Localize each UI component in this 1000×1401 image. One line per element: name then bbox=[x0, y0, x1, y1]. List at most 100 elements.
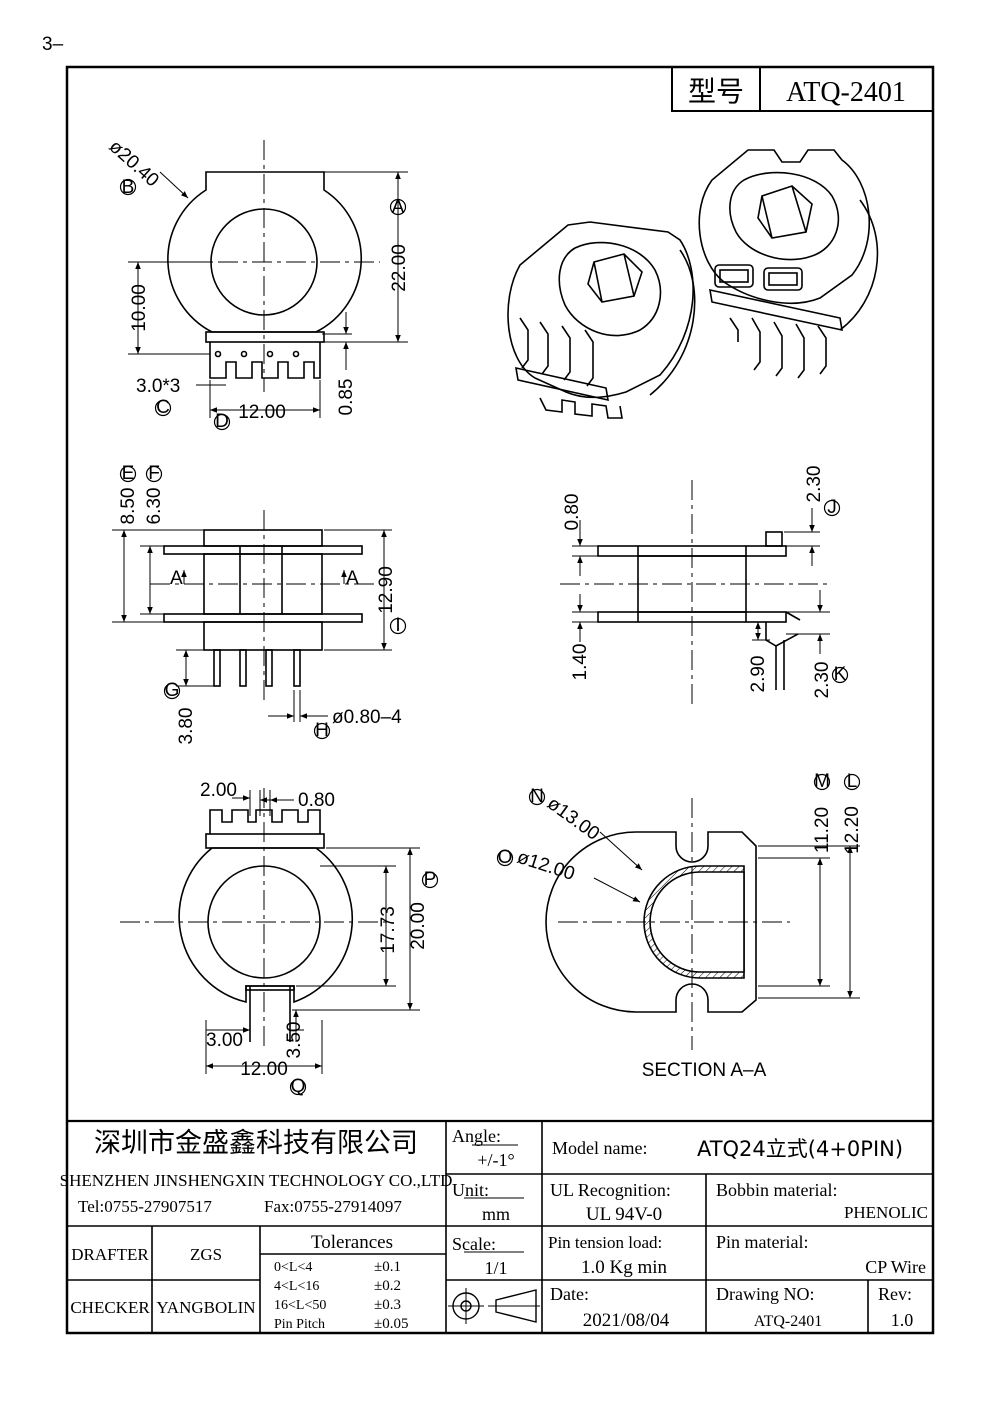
dim-tag-p: P bbox=[424, 869, 437, 890]
dim-tag-q: Q bbox=[291, 1076, 306, 1097]
tolerance-range-0: 0<L<4 bbox=[274, 1260, 312, 1275]
bobbin-material-label: Bobbin material: bbox=[716, 1180, 837, 1200]
dim-pin-length: 3.80 bbox=[176, 708, 197, 745]
drawing-no-label: Drawing NO: bbox=[716, 1284, 814, 1304]
rev-label: Rev: bbox=[878, 1284, 912, 1304]
dim-slot-width: 2.00 bbox=[200, 780, 237, 801]
dim-tag-d: D bbox=[215, 411, 229, 432]
mid-left-view bbox=[112, 465, 407, 740]
checker-value: YANGBOLIN bbox=[156, 1298, 255, 1317]
dim-right-h: 2.30 bbox=[804, 466, 825, 503]
ul-value: UL 94V-0 bbox=[586, 1204, 662, 1225]
dim-tag-e: E bbox=[122, 463, 135, 484]
drawing-no-value: ATQ-2401 bbox=[754, 1313, 822, 1330]
date-label: Date: bbox=[550, 1284, 589, 1304]
bottom-left-dims: 2.00 0.80 17.73 20.00 P 3.00 3.50 12.00 … bbox=[200, 780, 436, 1097]
company-name-cn: 深圳市金盛鑫科技有限公司 bbox=[94, 1128, 418, 1159]
dim-bottom-gap: 1.40 bbox=[570, 644, 591, 681]
dim-pin-h: 2.30 bbox=[812, 662, 833, 699]
section-view bbox=[496, 773, 861, 1050]
dim-tag-i: I bbox=[395, 615, 400, 636]
dim-h-total: 8.50 bbox=[118, 488, 139, 525]
dim-wall-width: 0.80 bbox=[298, 790, 335, 811]
date-value: 2021/08/04 bbox=[583, 1310, 670, 1331]
rev-value: 1.0 bbox=[891, 1310, 914, 1330]
pin-tension-label: Pin tension load: bbox=[548, 1233, 662, 1252]
dim-pin-offset: 2.90 bbox=[748, 656, 769, 693]
dim-notch-h: 3.50 bbox=[284, 1022, 305, 1059]
dim-tag-k: K bbox=[834, 664, 847, 685]
angle-value: +/-1° bbox=[477, 1150, 514, 1170]
dim-section-inner-h: 11.20 bbox=[812, 807, 833, 853]
tolerance-range-2: 16<L<50 bbox=[274, 1298, 326, 1313]
dim-section-outer-dia: ø13.00 bbox=[543, 793, 603, 845]
dim-outer-h: 20.00 bbox=[408, 902, 429, 950]
dim-inner-h: 17.73 bbox=[378, 906, 399, 954]
dim-section-inner-dia: ø12.00 bbox=[514, 847, 577, 885]
top-left-dims: ø20.40 B 22.00 A 10.00 0.85 3.0*3 C 12.0… bbox=[105, 136, 410, 432]
title-block: 深圳市金盛鑫科技有限公司 SHENZHEN JINSHENGXIN TECHNO… bbox=[60, 1126, 928, 1332]
dim-tag-h: H bbox=[315, 720, 329, 741]
bobbin-material-value: PHENOLIC bbox=[844, 1203, 928, 1222]
ul-label: UL Recognition: bbox=[550, 1180, 671, 1200]
company-tel: Tel:0755-27907517 bbox=[78, 1197, 212, 1216]
dim-tag-g: G bbox=[165, 680, 180, 701]
tolerance-value-0: ±0.1 bbox=[374, 1259, 401, 1275]
bottom-left-view bbox=[120, 788, 439, 1096]
dim-section-outer-h: 12.20 bbox=[842, 806, 863, 854]
dim-tag-c: C bbox=[156, 397, 170, 418]
model-name-label: Model name: bbox=[552, 1138, 647, 1158]
dim-tag-m: M bbox=[814, 771, 830, 792]
top-left-view bbox=[119, 140, 408, 431]
tolerances-title: Tolerances bbox=[311, 1232, 393, 1253]
drafter-label: DRAFTER bbox=[71, 1245, 149, 1264]
unit-label: Unit: bbox=[452, 1180, 489, 1200]
checker-label: CHECKER bbox=[70, 1298, 150, 1317]
model-name-value: ATQ24立式(4+0PIN) bbox=[697, 1137, 903, 1161]
dim-height-22: 22.00 bbox=[389, 244, 410, 292]
scale-value: 1/1 bbox=[484, 1258, 507, 1278]
corner-mark: 3– bbox=[42, 34, 64, 55]
isometric-view-left bbox=[507, 221, 696, 419]
pin-material-label: Pin material: bbox=[716, 1232, 808, 1252]
model-header-value: ATQ-2401 bbox=[786, 77, 906, 108]
model-header: 型号 ATQ-2401 bbox=[671, 66, 934, 112]
mid-left-dims: 8.50 E 6.30 F 12.90 I A A 3.80 G ø0.80–4… bbox=[118, 463, 402, 744]
dim-tag-j: J bbox=[827, 497, 837, 518]
dim-tag-o: O bbox=[498, 847, 513, 868]
mid-right-view bbox=[560, 480, 849, 705]
section-mark-right: A bbox=[346, 568, 359, 589]
tolerance-value-3: ±0.05 bbox=[374, 1316, 408, 1332]
dim-pin-slot: 3.0*3 bbox=[136, 376, 180, 397]
dim-tag-b: B bbox=[122, 177, 135, 198]
dim-notch-width: 3.00 bbox=[206, 1030, 243, 1051]
dim-tag-n: N bbox=[530, 786, 544, 807]
dim-tag-a: A bbox=[392, 197, 405, 218]
scale-label: Scale: bbox=[452, 1234, 496, 1254]
dim-center-10: 10.00 bbox=[129, 284, 150, 332]
dim-step-085: 0.85 bbox=[336, 379, 357, 416]
pin-tension-value: 1.0 Kg min bbox=[581, 1257, 668, 1278]
dim-h-flange: 6.30 bbox=[144, 488, 165, 525]
model-header-label: 型号 bbox=[688, 75, 744, 108]
company-fax: Fax:0755-27914097 bbox=[264, 1197, 402, 1216]
company-name-en: SHENZHEN JINSHENGXIN TECHNOLOGY CO.,LTD bbox=[60, 1171, 453, 1190]
dim-span: 12.00 bbox=[240, 1059, 288, 1080]
isometric-view-right bbox=[698, 149, 879, 379]
section-mark-left: A bbox=[170, 568, 183, 589]
dim-top-gap: 0.80 bbox=[562, 494, 583, 531]
drawing-frame bbox=[65, 65, 935, 1335]
tolerance-value-1: ±0.2 bbox=[374, 1278, 401, 1294]
dim-tag-f: F bbox=[148, 463, 160, 484]
dim-pin-diameter: ø0.80–4 bbox=[332, 707, 402, 728]
title-block-lines bbox=[67, 1119, 933, 1333]
angle-label: Angle: bbox=[452, 1126, 501, 1146]
tolerance-value-2: ±0.3 bbox=[374, 1297, 401, 1313]
dim-tag-l: L bbox=[847, 771, 858, 792]
dim-pin-span: 12.00 bbox=[238, 402, 286, 423]
dim-width: 12.90 bbox=[376, 566, 397, 614]
mid-right-dims: 0.80 1.40 2.30 J 2.90 2.30 K bbox=[562, 466, 847, 699]
pin-material-value: CP Wire bbox=[865, 1257, 926, 1277]
section-caption: SECTION A–A bbox=[642, 1060, 767, 1081]
